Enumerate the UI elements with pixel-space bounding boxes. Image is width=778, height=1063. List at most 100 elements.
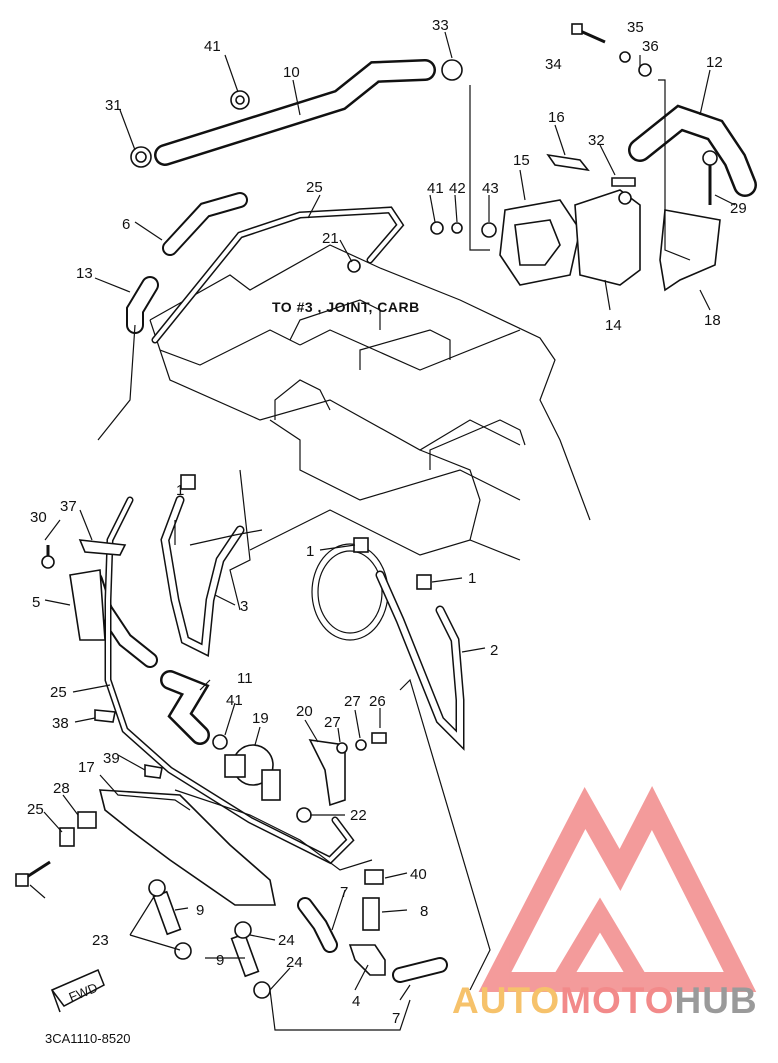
hose-12 [628, 104, 757, 197]
callout-label: 2 [490, 642, 498, 659]
callout-label: 33 [432, 17, 449, 34]
cap-16 [430, 221, 444, 235]
clip-36 [611, 177, 636, 187]
callout-label: 20 [296, 703, 313, 720]
washer-39 [619, 51, 631, 63]
callout-label: 16 [548, 109, 565, 126]
pipe-9-left [152, 890, 182, 936]
nut-40 [638, 63, 652, 77]
clamp-35 [130, 146, 152, 168]
note-to-joint-carb: TO #3 , JOINT, CARB [272, 299, 420, 315]
bolt-38 [571, 23, 606, 44]
callout-label: 22 [350, 807, 367, 824]
callout-label: 6 [122, 216, 130, 233]
callout-label: 42 [449, 180, 466, 197]
bracket-20 [98, 789, 276, 906]
hose-10 [154, 59, 436, 166]
callout-label: 5 [32, 594, 40, 611]
callout-label: 9 [196, 902, 204, 919]
callout-label: 32 [588, 132, 605, 149]
callout-label: 26 [369, 693, 386, 710]
bracket-5 [69, 569, 106, 641]
callout-label: 1 [176, 482, 184, 499]
callout-label: 12 [706, 54, 723, 71]
callout-label: 40 [410, 866, 427, 883]
bolt-33 [41, 545, 55, 569]
callout-label: 27 [344, 693, 361, 710]
valve-22 [224, 744, 281, 801]
screw-26 [59, 827, 75, 847]
callout-label: 11 [237, 670, 253, 687]
callout-labels: 1 1 1 2 3 4 5 6 7 7 8 9 9 10 11 12 13 14… [27, 17, 747, 1027]
watermark-brand: AUTOMOTOHUB [452, 980, 772, 1024]
bracket-41 [78, 539, 127, 556]
hose-2 [375, 570, 465, 751]
washer-29 [355, 739, 367, 751]
callout-label: 38 [52, 715, 69, 732]
bolt-28 [371, 732, 387, 744]
drawing-code: 3CA1110-8520 [45, 1031, 131, 1046]
filter-15 [499, 199, 581, 286]
callout-label: 15 [513, 152, 530, 169]
hose-7-upper [297, 897, 338, 953]
clamp-31 [77, 811, 97, 829]
ring-18 [481, 222, 497, 238]
callout-label: 30 [30, 509, 47, 526]
joint-4 [348, 944, 386, 976]
callout-label: 23 [92, 932, 109, 949]
callout-label: 10 [283, 64, 300, 81]
callout-label: 8 [420, 903, 428, 920]
bolt-32 [702, 150, 718, 205]
callout-label: 27 [324, 714, 341, 731]
hose-6 [162, 192, 248, 256]
fitting-1a [180, 474, 196, 490]
fitting-1c [416, 574, 432, 590]
hose-11 [160, 670, 210, 745]
washer-17 [451, 222, 463, 234]
callout-label: 37 [60, 498, 77, 515]
callout-label: 1 [306, 543, 314, 560]
callout-label: 21 [322, 230, 339, 247]
callout-label: 39 [103, 750, 120, 767]
clamp-44 [212, 734, 228, 750]
callout-label: 24 [278, 932, 295, 949]
callout-label: 25 [27, 801, 44, 818]
callout-label: 43 [482, 180, 499, 197]
callout-label: 25 [306, 179, 323, 196]
callout-label: 4 [352, 993, 360, 1010]
pipe-8 [362, 897, 380, 931]
fitting-1b [353, 537, 369, 553]
callout-label: 13 [76, 265, 93, 282]
clamp-24-bottom [296, 807, 312, 823]
callout-label: 19 [252, 710, 269, 727]
bracket-41b [94, 709, 116, 723]
cover-19 [546, 153, 590, 172]
callout-label: 7 [340, 884, 348, 901]
brand-hub: HUB [674, 980, 758, 1021]
bolt-34 [15, 860, 51, 887]
brand-auto: AUTO [452, 980, 561, 1021]
callout-label: 41 [204, 38, 221, 55]
callout-label: 36 [642, 38, 659, 55]
callout-label: 9 [216, 952, 224, 969]
callout-label: 1 [468, 570, 476, 587]
hose-3 [160, 495, 245, 657]
callout-label: 29 [730, 200, 747, 217]
callout-label: 28 [53, 780, 70, 797]
brand-moto: MOTO [560, 980, 675, 1021]
leader-lines [29, 31, 736, 1031]
hose-27-bottom [104, 496, 355, 865]
clamp-43 [230, 90, 250, 110]
callout-label: 14 [605, 317, 622, 334]
callout-label: 41 [427, 180, 444, 197]
hose-27-top [151, 206, 405, 344]
callout-label: 3 [240, 598, 248, 615]
pipe-9-right [230, 932, 260, 978]
clamp-37 [441, 59, 463, 81]
hose-13 [126, 276, 159, 334]
clamps-25 [148, 879, 271, 999]
case-14 [574, 189, 641, 286]
bracket-21 [659, 209, 721, 292]
callout-label: 18 [704, 312, 721, 329]
